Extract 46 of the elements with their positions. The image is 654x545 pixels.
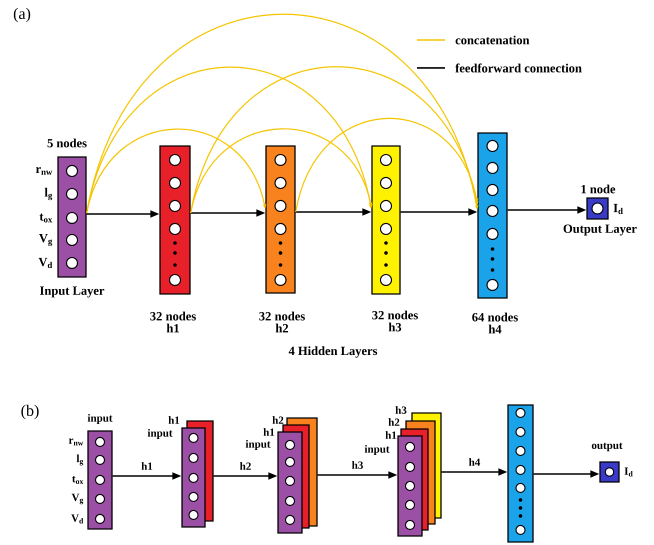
edge-label: h3	[352, 461, 363, 469]
variable-label: t$_{ox}$	[40, 214, 52, 222]
layer-label: 1 node	[581, 184, 616, 194]
layer-label: input	[88, 414, 112, 424]
layer-label: h1	[263, 428, 274, 436]
group-label: 4 Hidden Layers	[288, 346, 378, 358]
panel-label: (b)	[21, 404, 39, 420]
layer-label: 5 nodes	[48, 138, 87, 148]
arrow	[190, 128, 372, 214]
edge-label: h2	[240, 462, 251, 470]
layer-label: input	[364, 445, 390, 455]
variable-label: l$_{g}$	[76, 454, 84, 466]
layer-label: input	[148, 429, 172, 439]
variable-label: I$_{d}$	[624, 468, 633, 476]
edge-label: h1	[141, 462, 152, 470]
legend-text: feedforward connection	[455, 64, 582, 72]
layer-label: h3	[395, 406, 406, 414]
layer-box	[507, 404, 534, 543]
layer-label: output	[592, 442, 623, 452]
layer-label: 64 nodes h4	[472, 312, 518, 334]
arrow	[295, 118, 478, 212]
layer-label: Input Layer	[40, 286, 104, 298]
legend-text: concatenation	[456, 36, 530, 44]
arrow	[86, 128, 266, 214]
layer-label: h2	[272, 416, 284, 424]
layer-label: 32 nodes h2	[259, 312, 305, 332]
variable-label: I$_{d}$	[614, 204, 623, 214]
variable-label: t$_{ox}$	[72, 476, 84, 484]
variable-label: V$_{g}$	[72, 494, 84, 504]
layer-label: 32 nodes h1	[150, 312, 196, 332]
variable-label: r$_{nw}$	[68, 438, 84, 446]
variable-label: V$_{d}$	[38, 258, 52, 268]
layer-label: Output Layer	[564, 224, 637, 236]
layer-label: h2	[388, 418, 400, 426]
variable-label: V$_{d}$	[71, 514, 84, 524]
edge-label: h4	[468, 458, 480, 466]
arrow	[86, 14, 478, 214]
layer-label: h1	[168, 416, 180, 424]
panel-label: (a)	[14, 8, 30, 22]
variable-label: l$_{g}$	[44, 188, 52, 200]
layer-label: h1	[385, 431, 396, 439]
layer-label: input	[246, 440, 270, 450]
variable-label: V$_{g}$	[39, 234, 52, 246]
arrow	[190, 66, 478, 214]
variable-label: r$_{nw}$	[36, 167, 52, 175]
layer-label: 32 nodes h3	[372, 310, 418, 332]
